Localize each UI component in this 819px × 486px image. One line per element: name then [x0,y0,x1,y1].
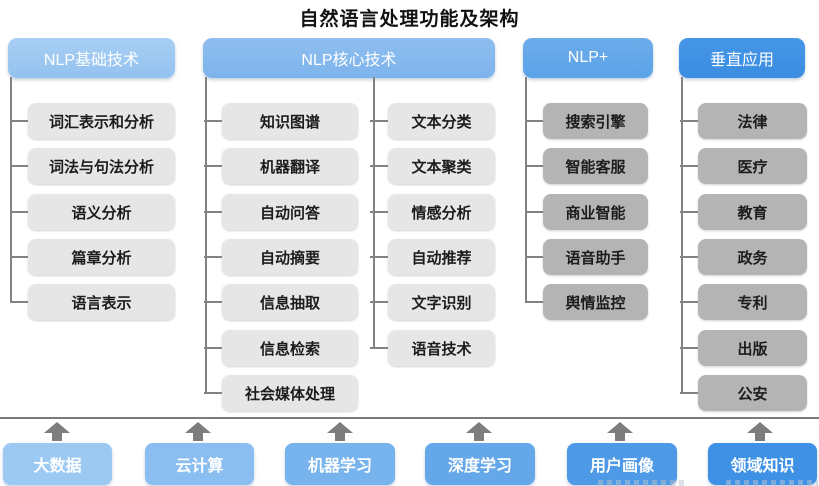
up-arrow-icon [466,422,492,441]
basic-tech-item: 语言表示 [10,284,175,320]
core-tech-item: 知识图谱 [204,103,358,139]
foundation-item: 云计算 [145,443,254,485]
up-arrow-icon [185,422,211,441]
connector-vline [525,77,527,302]
foundation-item: 深度学习 [425,443,535,485]
watermark-fragment [598,480,686,486]
basic-tech-item: 词汇表示和分析 [10,103,175,139]
core-tech-item: 社会媒体处理 [204,375,358,411]
baseline-divider [0,417,819,419]
vertical-app-item: 出版 [680,330,807,366]
basic-tech-item: 词法与句法分析 [10,148,175,184]
vertical-app-item: 政务 [680,239,807,275]
connector-vline [205,77,207,393]
core-tech-item: 信息抽取 [204,284,358,320]
header-vertical-apps: 垂直应用 [679,38,805,78]
basic-tech-item: 语义分析 [10,194,175,230]
basic-tech-item: 篇章分析 [10,239,175,275]
nlp-plus-item: 舆情监控 [525,284,648,320]
foundation-item: 用户画像 [567,443,677,485]
nlp-plus-item: 搜索引擎 [525,103,648,139]
core-tech-item: 自动推荐 [370,239,495,275]
header-nlp-core-tech: NLP核心技术 [203,38,495,78]
core-tech-item: 机器翻译 [204,148,358,184]
header-nlp-plus: NLP+ [523,38,653,78]
nlp-plus-item: 智能客服 [525,148,648,184]
core-tech-item: 信息检索 [204,330,358,366]
core-tech-item: 文字识别 [370,284,495,320]
watermark-fragment [726,480,818,486]
vertical-app-item: 专利 [680,284,807,320]
core-tech-item: 情感分析 [370,194,495,230]
up-arrow-icon [607,422,633,441]
connector-vline [681,77,683,393]
header-nlp-basic-tech: NLP基础技术 [8,38,175,78]
core-tech-item: 文本分类 [370,103,495,139]
vertical-app-item: 公安 [680,375,807,411]
up-arrow-icon [747,422,773,441]
core-tech-item: 文本聚类 [370,148,495,184]
foundation-item: 机器学习 [285,443,395,485]
connector-vline [10,77,12,302]
core-tech-item: 自动摘要 [204,239,358,275]
vertical-app-item: 教育 [680,194,807,230]
core-tech-item: 语音技术 [370,330,495,366]
vertical-app-item: 法律 [680,103,807,139]
vertical-app-item: 医疗 [680,148,807,184]
core-tech-item: 自动问答 [204,194,358,230]
up-arrow-icon [327,422,353,441]
foundation-item: 领域知识 [708,443,817,485]
diagram-title: 自然语言处理功能及架构 [299,9,520,30]
nlp-plus-item: 语音助手 [525,239,648,275]
up-arrow-icon [44,422,70,441]
foundation-item: 大数据 [3,443,112,485]
nlp-plus-item: 商业智能 [525,194,648,230]
